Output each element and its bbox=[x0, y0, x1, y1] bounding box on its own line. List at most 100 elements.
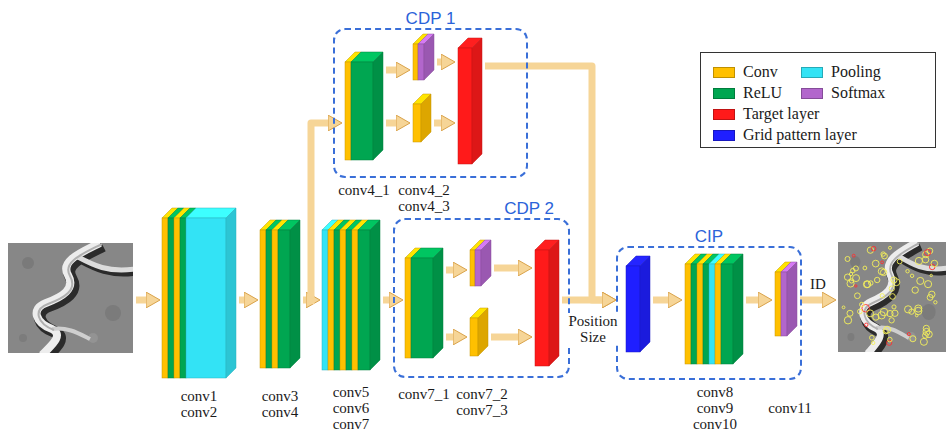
edge-label: Position Size bbox=[568, 313, 617, 345]
crater-mark bbox=[853, 275, 860, 282]
crater-mark bbox=[847, 280, 854, 287]
layer-face bbox=[781, 272, 787, 336]
layer-side bbox=[421, 94, 431, 142]
layer-stack bbox=[405, 248, 443, 358]
layer-face bbox=[775, 272, 781, 336]
crater-mark bbox=[906, 269, 909, 272]
flow-arrow bbox=[239, 297, 247, 304]
crater-mark bbox=[934, 301, 937, 304]
layer-label: ID bbox=[810, 276, 826, 292]
flow-arrow bbox=[800, 297, 825, 304]
legend-text: Softmax bbox=[831, 84, 885, 102]
dashed-group-box: CDP 1 bbox=[333, 28, 528, 178]
legend-text: ReLU bbox=[743, 84, 782, 102]
layer-face bbox=[272, 230, 278, 368]
layer-stack bbox=[775, 262, 797, 336]
layer-stack bbox=[345, 52, 383, 160]
layer-face bbox=[411, 258, 433, 358]
crater-mark bbox=[871, 246, 876, 251]
legend-swatch bbox=[713, 109, 735, 120]
flow-arrow bbox=[446, 267, 456, 274]
layer-side bbox=[472, 38, 482, 164]
flow-arrow bbox=[494, 265, 521, 272]
layer-face bbox=[334, 230, 340, 370]
crater-mark bbox=[847, 310, 853, 316]
crater-mark bbox=[881, 252, 885, 256]
flow-arrow bbox=[485, 63, 528, 70]
output-image bbox=[838, 242, 946, 357]
crater-mark bbox=[865, 323, 868, 326]
layer-face bbox=[328, 230, 334, 370]
layer-side bbox=[226, 208, 236, 378]
crater-mark bbox=[845, 256, 850, 261]
crater-mark bbox=[926, 331, 933, 338]
flow-arrow bbox=[446, 334, 456, 341]
layer-label: conv8 conv9 conv10 bbox=[693, 384, 737, 432]
layer-face bbox=[162, 218, 168, 378]
legend-swatch bbox=[713, 130, 735, 141]
crater-mark bbox=[880, 294, 884, 298]
layer-face bbox=[322, 230, 328, 370]
crater-mark bbox=[892, 305, 896, 309]
layer-face bbox=[186, 218, 226, 378]
flow-arrow bbox=[437, 59, 444, 66]
layer-stack bbox=[458, 38, 482, 164]
layer-face bbox=[278, 230, 290, 368]
layer-face bbox=[626, 266, 640, 352]
layer-face bbox=[345, 62, 351, 160]
layer-face bbox=[697, 264, 703, 364]
crater-mark bbox=[852, 254, 855, 257]
layer-label: conv11 bbox=[768, 400, 812, 416]
legend-swatch bbox=[801, 67, 823, 78]
layer-face bbox=[703, 264, 709, 364]
crater-mark bbox=[897, 259, 902, 264]
flow-arrow bbox=[383, 297, 392, 304]
layer-side bbox=[787, 262, 797, 336]
crater-mark bbox=[929, 291, 935, 297]
crater-mark bbox=[851, 268, 856, 273]
layer-face bbox=[168, 218, 174, 378]
layer-face bbox=[721, 264, 733, 364]
legend-text: Grid pattern layer bbox=[743, 126, 857, 144]
layer-face bbox=[691, 264, 697, 364]
layer-label: conv7_2 conv7_3 bbox=[456, 386, 508, 418]
flow-connector bbox=[570, 297, 605, 304]
layer-face bbox=[352, 230, 358, 370]
crater-mark bbox=[860, 302, 864, 306]
layer-label: conv7_1 bbox=[398, 386, 450, 402]
crater-mark bbox=[863, 266, 867, 270]
layer-face bbox=[715, 264, 721, 364]
layer-side bbox=[478, 308, 488, 356]
layer-face bbox=[174, 218, 180, 378]
crater-mark bbox=[910, 336, 916, 342]
layer-face bbox=[340, 230, 346, 370]
crater-mark bbox=[893, 279, 900, 286]
layer-stack bbox=[626, 256, 650, 352]
group-title: CDP 2 bbox=[504, 199, 554, 218]
layer-stack bbox=[162, 208, 236, 378]
layer-face bbox=[180, 218, 186, 378]
layer-face bbox=[470, 250, 475, 286]
layer-stack bbox=[535, 240, 559, 366]
crater-mark bbox=[880, 308, 888, 316]
dashed-group-box: CIP bbox=[616, 246, 802, 380]
layer-face bbox=[475, 250, 481, 286]
crater-mark bbox=[910, 274, 913, 277]
flow-arrow bbox=[434, 120, 444, 127]
crater-mark bbox=[857, 309, 862, 314]
crater-mark bbox=[920, 338, 927, 345]
layer-side bbox=[424, 34, 434, 80]
layer-stack bbox=[470, 240, 491, 286]
crater-mark bbox=[867, 310, 874, 317]
layer-stack bbox=[260, 220, 300, 368]
layer-face bbox=[685, 264, 691, 364]
layer-face bbox=[260, 230, 266, 368]
flow-arrow bbox=[386, 67, 399, 74]
layer-face bbox=[358, 230, 370, 370]
layer-face bbox=[535, 250, 549, 366]
legend-text: Pooling bbox=[831, 63, 881, 81]
crater-mark bbox=[890, 294, 896, 300]
layer-face bbox=[346, 230, 352, 370]
crater-mark bbox=[888, 246, 891, 249]
crater-mark bbox=[922, 256, 929, 263]
